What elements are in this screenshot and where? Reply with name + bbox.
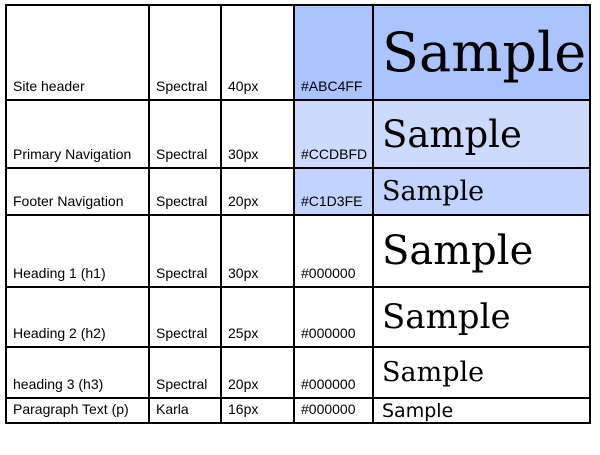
font-size-cell: 25px (220, 286, 295, 348)
font-size-cell: 20px (220, 167, 295, 216)
font-size-cell: 40px (220, 4, 295, 101)
element-name-cell: Heading 1 (h1) (5, 214, 150, 288)
font-size-cell: 16px (220, 397, 295, 424)
table-row-site-header: Site header Spectral 40px #ABC4FF Sample (5, 4, 591, 101)
font-family-cell: Spectral (148, 167, 222, 216)
sample-text-cell: Sample (372, 4, 591, 101)
color-hex-cell: #C1D3FE (293, 167, 374, 216)
sample-text-cell: Sample (372, 346, 591, 399)
element-name-cell: heading 3 (h3) (5, 346, 150, 399)
font-family-cell: Spectral (148, 4, 222, 101)
font-family-cell: Spectral (148, 214, 222, 288)
table-row-heading-2: Heading 2 (h2) Spectral 25px #000000 Sam… (5, 286, 591, 348)
font-size-cell: 20px (220, 346, 295, 399)
sample-text-cell: Sample (372, 214, 591, 288)
font-size-cell: 30px (220, 214, 295, 288)
color-hex-cell: #CCDBFD (293, 99, 374, 169)
color-hex-cell: #000000 (293, 286, 374, 348)
color-hex-cell: #000000 (293, 346, 374, 399)
typography-style-table: Site header Spectral 40px #ABC4FF Sample… (5, 4, 591, 424)
table-row-footer-navigation: Footer Navigation Spectral 20px #C1D3FE … (5, 167, 591, 216)
font-size-cell: 30px (220, 99, 295, 169)
color-hex-cell: #000000 (293, 214, 374, 288)
element-name-cell: Paragraph Text (p) (5, 397, 150, 424)
table-row-heading-1: Heading 1 (h1) Spectral 30px #000000 Sam… (5, 214, 591, 288)
sample-text-cell: Sample (372, 397, 591, 424)
table-row-heading-3: heading 3 (h3) Spectral 20px #000000 Sam… (5, 346, 591, 399)
font-family-cell: Spectral (148, 346, 222, 399)
element-name-cell: Heading 2 (h2) (5, 286, 150, 348)
font-family-cell: Karla (148, 397, 222, 424)
table-row-primary-navigation: Primary Navigation Spectral 30px #CCDBFD… (5, 99, 591, 169)
sample-text-cell: Sample (372, 99, 591, 169)
sample-text-cell: Sample (372, 286, 591, 348)
font-family-cell: Spectral (148, 286, 222, 348)
table-row-paragraph: Paragraph Text (p) Karla 16px #000000 Sa… (5, 397, 591, 424)
font-family-cell: Spectral (148, 99, 222, 169)
color-hex-cell: #000000 (293, 397, 374, 424)
sample-text-cell: Sample (372, 167, 591, 216)
element-name-cell: Primary Navigation (5, 99, 150, 169)
element-name-cell: Footer Navigation (5, 167, 150, 216)
element-name-cell: Site header (5, 4, 150, 101)
color-hex-cell: #ABC4FF (293, 4, 374, 101)
